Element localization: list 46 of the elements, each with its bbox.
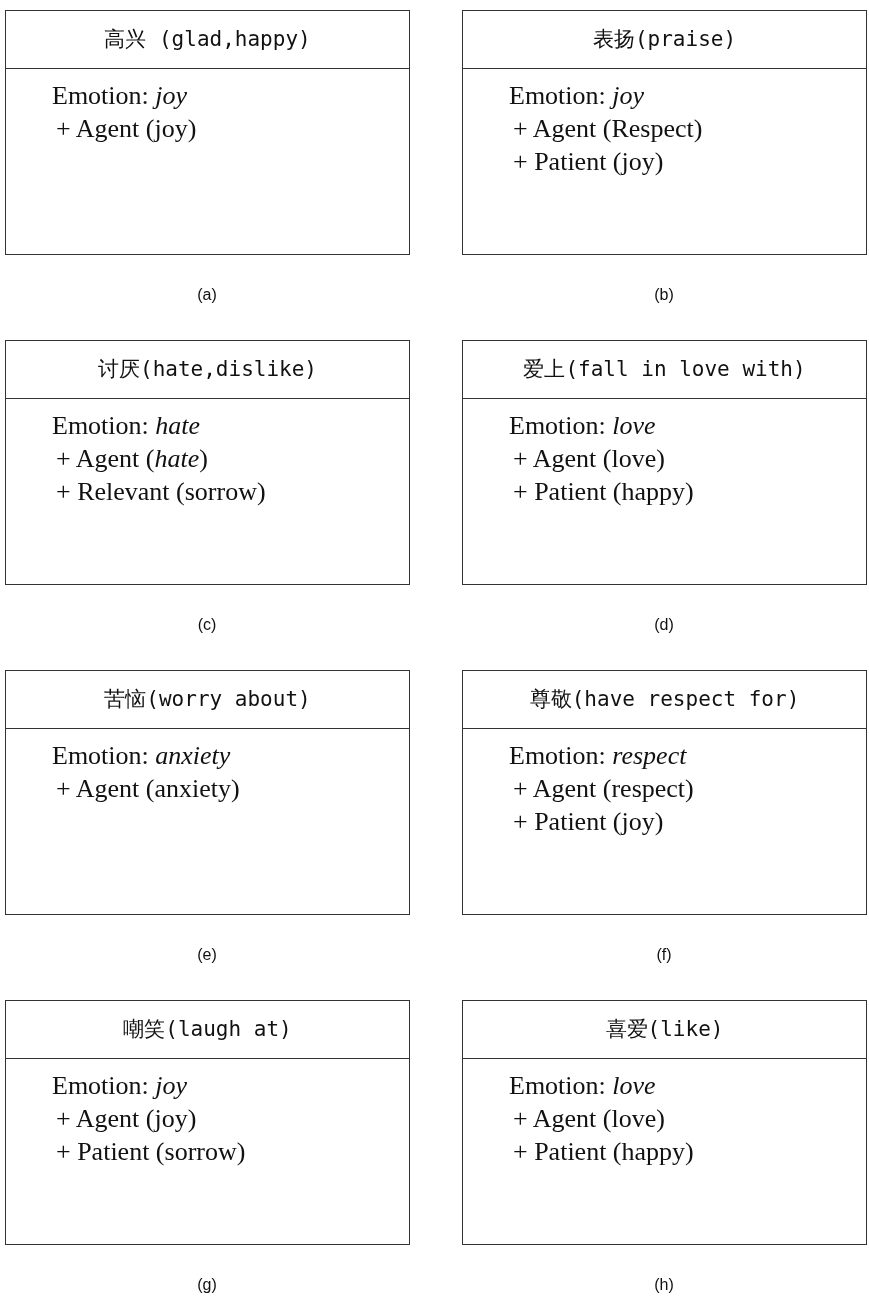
card-heading: 讨厌(hate,dislike) <box>6 341 409 399</box>
card-heading: 爱上(fall in love with) <box>463 341 866 399</box>
body-text: Emotion: respect <box>509 741 687 771</box>
entry-card <box>462 10 867 255</box>
body-text: Emotion: love <box>509 411 656 441</box>
body-text: Emotion: love <box>509 1071 656 1101</box>
card-heading: 喜爱(like) <box>463 1001 866 1059</box>
caption-label: (g) <box>197 1276 217 1294</box>
body-text: + Agent (joy) <box>56 1104 197 1134</box>
body-text: + Patient (joy) <box>513 807 664 837</box>
caption-label: (e) <box>197 946 217 964</box>
caption-label: (c) <box>197 616 217 634</box>
card-heading: 苦恼(worry about) <box>6 671 409 729</box>
body-text: Emotion: joy <box>509 81 645 111</box>
body-text: Emotion: joy <box>52 1071 188 1101</box>
body-text: Emotion: anxiety <box>52 741 231 771</box>
card-heading: 高兴 (glad,happy) <box>6 11 409 69</box>
body-text: + Agent (anxiety) <box>56 774 240 804</box>
body-text: + Agent (love) <box>513 444 665 474</box>
entry-card <box>5 1000 410 1245</box>
body-text: + Patient (happy) <box>513 1137 694 1167</box>
body-text: + Patient (sorrow) <box>56 1137 246 1167</box>
body-text: + Patient (joy) <box>513 147 664 177</box>
entry-card <box>5 10 410 255</box>
card-heading: 表扬(praise) <box>463 11 866 69</box>
body-text: + Agent (respect) <box>513 774 694 804</box>
entry-card <box>462 670 867 915</box>
body-text: + Patient (happy) <box>513 477 694 507</box>
caption-label: (b) <box>654 286 674 304</box>
body-text: + Agent (love) <box>513 1104 665 1134</box>
body-text: + Agent (joy) <box>56 114 197 144</box>
caption-label: (a) <box>197 286 217 304</box>
card-heading: 尊敬(have respect for) <box>463 671 866 729</box>
caption-label: (d) <box>654 616 674 634</box>
body-text: Emotion: hate <box>52 411 201 441</box>
body-text: + Relevant (sorrow) <box>56 477 266 507</box>
card-heading: 嘲笑(laugh at) <box>6 1001 409 1059</box>
caption-label: (h) <box>654 1276 674 1294</box>
body-text: + Agent (hate) <box>56 444 208 474</box>
caption-label: (f) <box>656 946 672 964</box>
body-text: Emotion: joy <box>52 81 188 111</box>
body-text: + Agent (Respect) <box>513 114 703 144</box>
entry-card <box>5 670 410 915</box>
entry-card <box>5 340 410 585</box>
entry-card <box>462 340 867 585</box>
entry-card <box>462 1000 867 1245</box>
